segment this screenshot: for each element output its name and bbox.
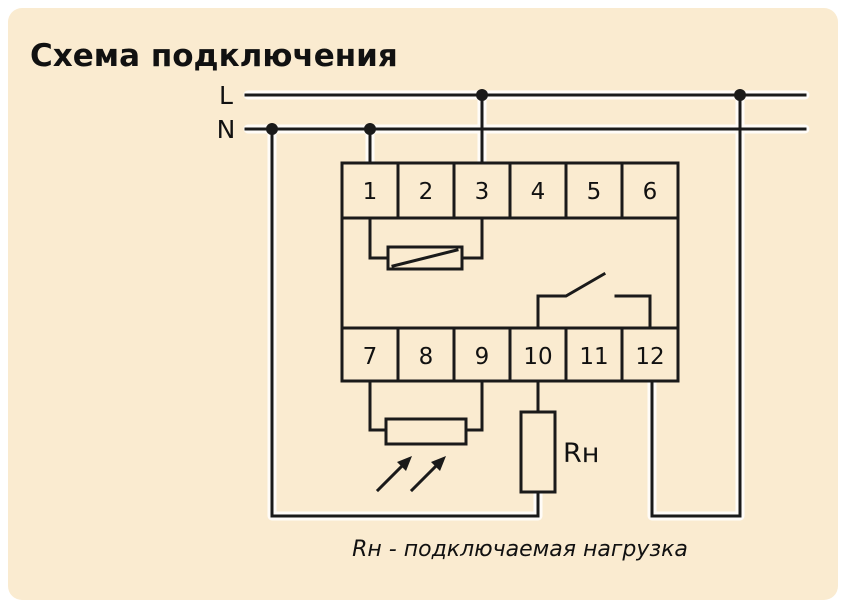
diagram-caption: Rн - подключаемая нагрузка xyxy=(352,537,688,562)
terminal-label: 3 xyxy=(475,179,490,205)
coil-symbol xyxy=(368,216,484,271)
relay-contact-symbol xyxy=(536,271,652,330)
terminal-label: 7 xyxy=(363,344,378,370)
load-resistor-symbol xyxy=(519,379,557,518)
terminal-label: 12 xyxy=(635,344,664,370)
terminal-label: 11 xyxy=(579,344,608,370)
terminal-label: 2 xyxy=(419,179,434,205)
photoresistor-symbol xyxy=(368,379,484,446)
wire-l-to-terminal-12 xyxy=(650,93,742,518)
terminal-label: 9 xyxy=(475,344,490,370)
terminal-label: 10 xyxy=(523,344,552,370)
light-arrows-icon xyxy=(375,456,446,493)
terminal-label: 4 xyxy=(531,179,546,205)
terminal-label: 5 xyxy=(587,179,602,205)
bus-l-label: L xyxy=(219,81,233,110)
terminal-label: 8 xyxy=(419,344,434,370)
load-label: Rн xyxy=(563,438,599,469)
diagram-title: Схема подключения xyxy=(30,38,398,74)
terminal-label: 1 xyxy=(363,179,378,205)
terminal-label: 6 xyxy=(643,179,658,205)
terminal-row-bottom: 7 8 9 10 11 12 xyxy=(340,326,680,383)
wire-n-to-load xyxy=(270,127,540,518)
bus-n-label: N xyxy=(217,115,236,144)
terminal-row-top: 1 2 3 4 5 6 xyxy=(340,161,680,220)
